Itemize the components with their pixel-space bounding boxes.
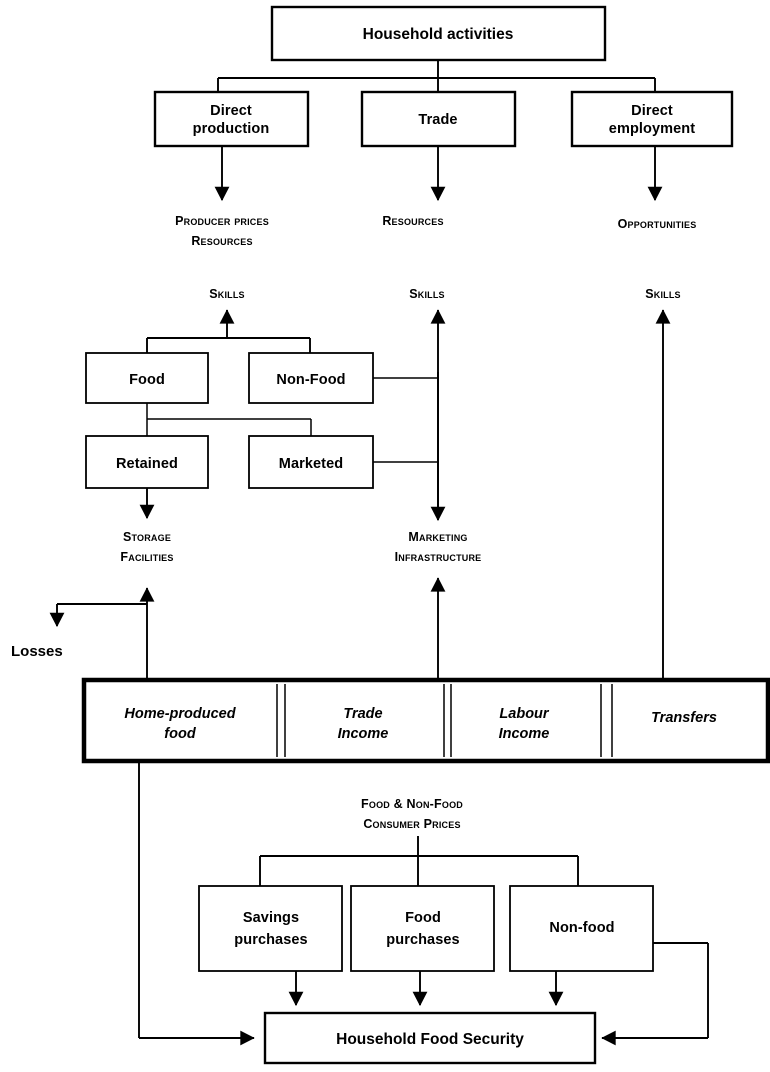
- box-non-food-label: Non-Food: [276, 372, 345, 388]
- box-non-food-purchases-line1: Non-food: [549, 920, 614, 936]
- income-segment-trade-income-line1: Trade: [343, 706, 382, 722]
- income-segment-labour-income-line1: Labour: [499, 706, 549, 722]
- label-producer-prices: Producer prices: [175, 214, 269, 228]
- box-direct-production-label-line2: production: [193, 121, 270, 137]
- box-marketed[interactable]: [248, 435, 374, 489]
- label-facilities: Facilities: [120, 550, 173, 564]
- box-direct-employment-label-line2: employment: [609, 121, 695, 137]
- label-infrastructure: Infrastructure: [395, 550, 482, 564]
- box-retained-label: Retained: [116, 456, 178, 472]
- label-storage: Storage: [123, 530, 171, 544]
- label-marketing: Marketing: [408, 530, 467, 544]
- box-household-activities-label: Household activities: [363, 26, 514, 43]
- label-opportunities: Opportunities: [618, 217, 697, 231]
- income-segment-transfers-line1: Transfers: [651, 710, 717, 726]
- label-resources-left: Resources: [191, 234, 252, 248]
- box-food[interactable]: [85, 352, 209, 404]
- label-resources-middle: Resources: [382, 214, 443, 228]
- income-bar: [81, 677, 770, 764]
- label-skills-left: Skills: [209, 287, 245, 301]
- box-direct-production[interactable]: [153, 90, 310, 148]
- label-skills-right: Skills: [645, 287, 681, 301]
- income-segment-home-produced-food-line1: Home-produced: [124, 706, 236, 722]
- box-non-food[interactable]: [248, 352, 374, 404]
- box-savings-purchases[interactable]: [198, 885, 343, 972]
- income-segment-home-produced-food-line2: food: [164, 726, 197, 742]
- box-food-purchases-line1: Food: [405, 910, 441, 926]
- box-household-activities[interactable]: [270, 5, 607, 62]
- label-skills-middle: Skills: [409, 287, 445, 301]
- box-marketed-label: Marketed: [279, 456, 343, 472]
- label-food-nonfood: Food & Non-Food: [361, 797, 463, 811]
- box-retained[interactable]: [85, 435, 209, 489]
- income-segment-labour-income-line2: Income: [499, 726, 550, 742]
- box-household-food-security-label: Household Food Security: [336, 1031, 524, 1048]
- box-non-food-purchases[interactable]: [509, 885, 654, 972]
- box-savings-purchases-line2: purchases: [234, 932, 307, 948]
- box-direct-production-label-line1: Direct: [210, 103, 252, 119]
- label-losses: Losses: [11, 643, 63, 660]
- box-savings-purchases-line1: Savings: [243, 910, 299, 926]
- box-household-food-security[interactable]: [263, 1011, 597, 1065]
- box-food-purchases-line2: purchases: [386, 932, 459, 948]
- box-food-purchases[interactable]: [350, 885, 495, 972]
- box-direct-employment-label-line1: Direct: [631, 103, 673, 119]
- box-trade-label-line1: Trade: [418, 112, 457, 128]
- income-segment-trade-income-line2: Income: [338, 726, 389, 742]
- label-consumer-prices: Consumer Prices: [363, 817, 460, 831]
- box-food-label: Food: [129, 372, 165, 388]
- box-direct-employment[interactable]: [570, 90, 734, 148]
